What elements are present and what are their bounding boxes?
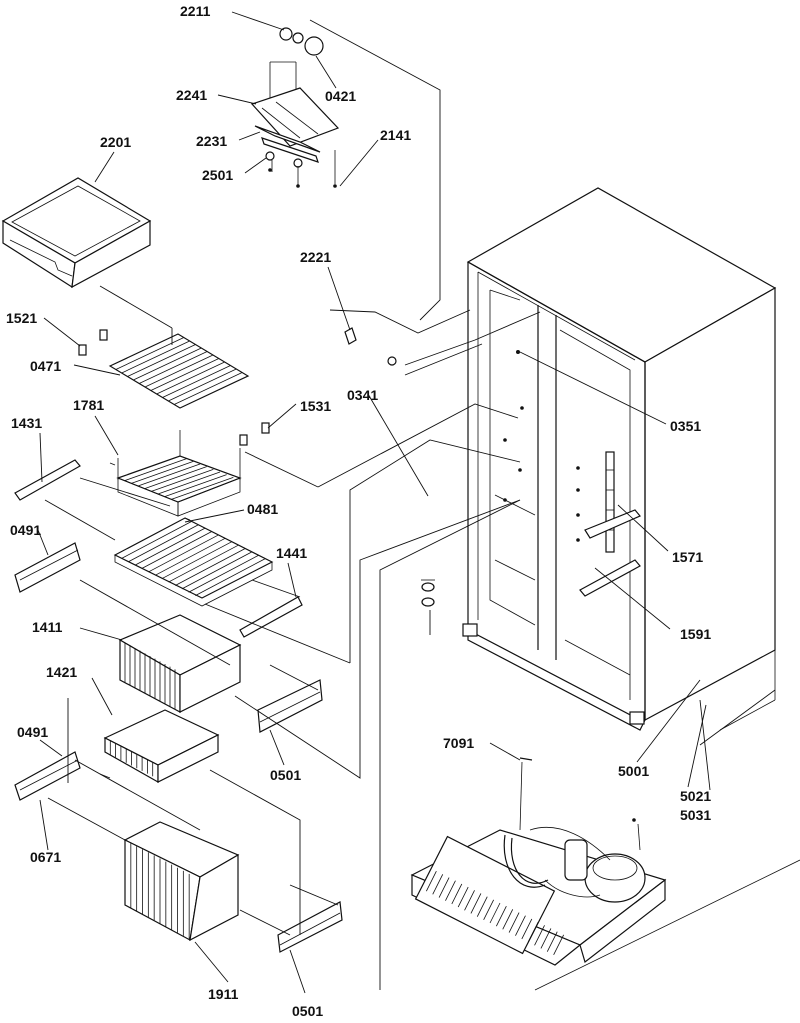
wire — [157, 471, 221, 495]
callout-1781: 1781 — [73, 397, 104, 413]
wire — [181, 551, 253, 590]
callout-1591: 1591 — [680, 626, 711, 642]
callout-0671: 0671 — [30, 849, 61, 865]
callout-7091: 7091 — [443, 735, 474, 751]
wire — [527, 921, 539, 943]
callout-2231: 2231 — [196, 133, 227, 149]
callout-1571: 1571 — [672, 549, 703, 565]
wire — [188, 554, 259, 593]
wire — [445, 880, 456, 901]
light-assembly — [250, 27, 397, 366]
wire — [470, 893, 482, 914]
compressor-assembly — [410, 757, 667, 966]
wire — [137, 463, 201, 487]
wire — [133, 347, 202, 381]
callout-0341: 0341 — [347, 387, 378, 403]
wire — [144, 354, 214, 388]
wire-shelf-middle — [113, 517, 274, 607]
wire — [121, 340, 190, 374]
wire — [546, 931, 558, 952]
wire — [134, 527, 206, 566]
wire — [195, 558, 266, 596]
refrigerator-cabinet — [421, 187, 800, 991]
callout-0351: 0351 — [670, 418, 701, 434]
callout-1441: 1441 — [276, 545, 307, 561]
callout-0481: 0481 — [247, 501, 278, 517]
wire — [161, 541, 233, 580]
wire — [489, 902, 501, 924]
callout-1531: 1531 — [300, 398, 331, 414]
wire — [426, 871, 437, 892]
callout-0491-lower: 0491 — [17, 724, 48, 740]
wire — [164, 474, 227, 498]
wire — [175, 548, 246, 586]
wire — [483, 899, 494, 920]
callout-2211: 2211 — [180, 3, 211, 19]
wire — [476, 896, 488, 917]
wire — [464, 890, 475, 911]
wire — [496, 906, 507, 927]
wire — [162, 365, 231, 398]
callout-2221: 2221 — [300, 249, 331, 265]
crisper-pan — [1, 177, 152, 289]
wire — [521, 918, 533, 940]
wire — [168, 544, 239, 583]
callout-1521: 1521 — [6, 310, 37, 326]
callout-1411: 1411 — [32, 619, 63, 635]
wire — [515, 915, 526, 936]
wire — [127, 344, 196, 377]
callout-0491-upper: 0491 — [10, 522, 41, 538]
callout-0471: 0471 — [30, 358, 61, 374]
callout-2141: 2141 — [380, 127, 411, 143]
wire-basket-1781 — [116, 430, 242, 517]
wire — [534, 925, 545, 946]
callout-5021: 5021 — [680, 788, 711, 804]
callout-0421: 0421 — [325, 88, 356, 104]
basket-1411 — [118, 614, 323, 733]
wire — [124, 458, 187, 482]
wire — [438, 877, 450, 898]
wire — [432, 874, 444, 895]
wire — [457, 886, 469, 908]
wire — [141, 531, 212, 569]
wire — [144, 466, 207, 490]
basket-1911 — [123, 821, 343, 953]
callout-2501: 2501 — [202, 167, 233, 183]
wire — [451, 883, 463, 905]
wire — [148, 534, 219, 573]
callout-labels: 2211 0421 2241 2231 2141 2501 2201 2221 … — [6, 3, 711, 1019]
callout-5001: 5001 — [618, 763, 649, 779]
callout-1911: 1911 — [208, 986, 239, 1002]
wire — [502, 909, 514, 930]
wire — [553, 934, 564, 955]
wire-shelf-upper — [78, 329, 270, 446]
wire — [138, 351, 208, 384]
callout-1421: 1421 — [46, 664, 77, 680]
wire — [131, 460, 194, 484]
basket-1421 — [103, 709, 220, 784]
wire — [151, 468, 214, 492]
callout-0501-upper: 0501 — [270, 767, 301, 783]
wire — [150, 358, 220, 391]
wire — [128, 524, 199, 563]
wire — [540, 928, 552, 949]
callout-2241: 2241 — [176, 87, 207, 103]
wire — [168, 368, 237, 402]
callout-5031: 5031 — [680, 807, 711, 823]
wire — [173, 372, 243, 405]
wire — [508, 912, 520, 933]
wire — [171, 476, 234, 500]
wire — [156, 361, 225, 395]
wire — [115, 337, 185, 370]
wire — [154, 537, 226, 576]
callout-2201: 2201 — [100, 134, 131, 150]
slide-rails — [14, 459, 303, 801]
wire — [121, 521, 192, 559]
leader-lines — [37, 11, 776, 994]
callout-0501-lower: 0501 — [292, 1003, 323, 1019]
callout-1431: 1431 — [11, 415, 42, 431]
